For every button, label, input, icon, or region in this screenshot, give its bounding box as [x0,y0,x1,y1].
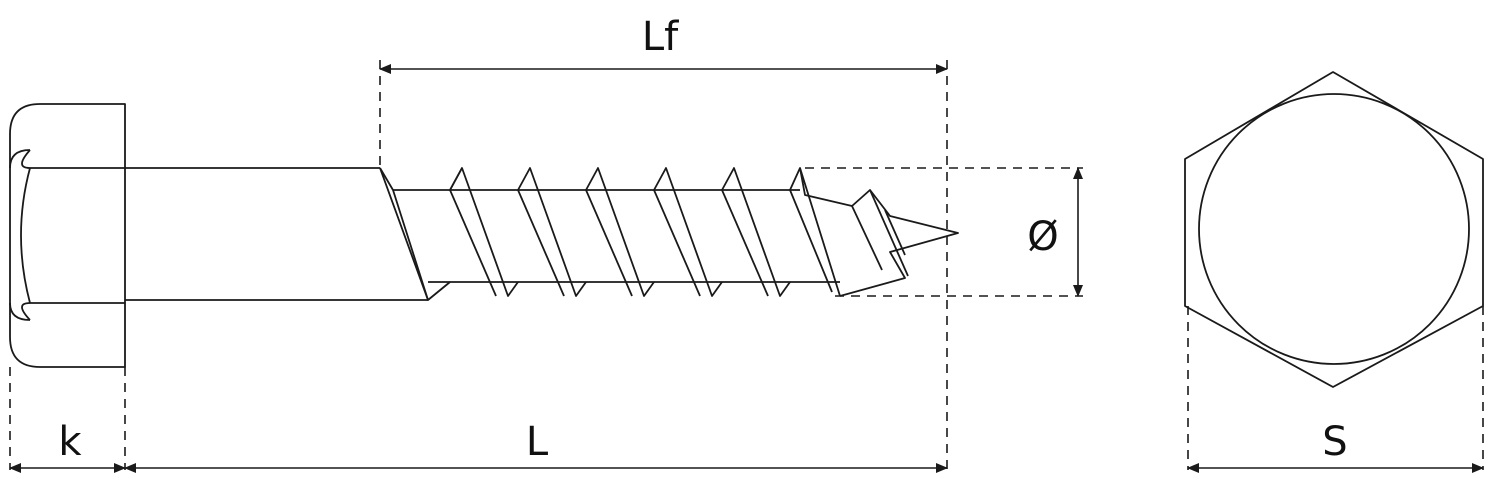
length-label: L [526,419,549,465]
head-height-label: k [58,419,82,465]
screw-head-side [9,103,126,368]
screw-thread [379,167,959,301]
thread-length-label: Lf [642,14,679,60]
extension-lines [9,60,1484,470]
screw-shank [125,167,428,301]
diameter-label: Ø [1027,214,1058,260]
hex-head-end-view [1184,71,1484,388]
across-flats-label: S [1322,419,1347,465]
